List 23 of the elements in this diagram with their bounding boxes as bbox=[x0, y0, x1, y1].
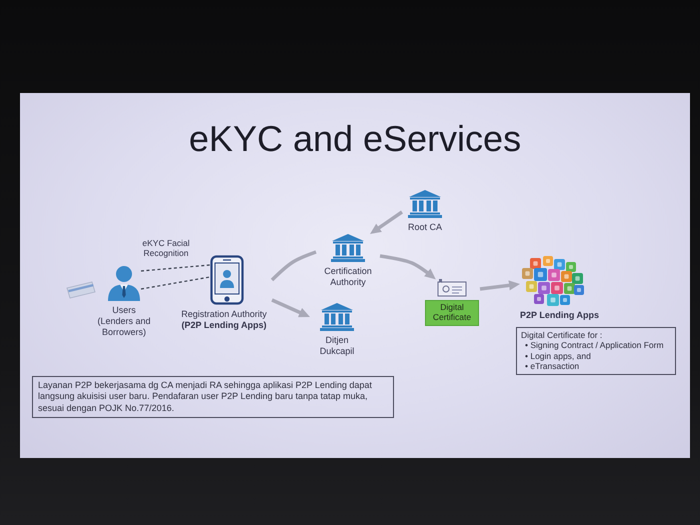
icon-caption: P2P Lending Apps bbox=[520, 310, 600, 321]
note-box bbox=[32, 376, 394, 418]
arrow bbox=[271, 298, 310, 318]
note-text: Layanan P2P bekerjasama dg CA menjadi RA sehingga aplikasi P2P Lending dapat langsung akuisisi user baru. Pendafaran user P2P Lending baru tanpa tatap muka, sesuai dengan POJK No.77/2016. bbox=[38, 380, 373, 414]
dashed-line bbox=[140, 264, 210, 272]
icon-caption: Ditjen Dukcapil bbox=[318, 335, 356, 357]
arrow bbox=[480, 280, 520, 291]
icon-caption: Root CA bbox=[408, 222, 442, 233]
list-item: • Signing Contract / Application Form bbox=[525, 340, 665, 351]
list-item: • eTransaction bbox=[525, 361, 580, 372]
dashed-line bbox=[140, 276, 210, 290]
icon-caption: Users (Lenders and Borrowers) bbox=[96, 305, 152, 338]
arrow bbox=[370, 210, 403, 234]
icon-caption: Registration Authority (P2P Lending Apps) bbox=[180, 309, 268, 331]
list-heading: Digital Certificate for : bbox=[521, 330, 604, 340]
slide-title: eKYC and eServices bbox=[188, 119, 522, 159]
icon-caption: Certification Authority bbox=[323, 266, 373, 288]
connector-line bbox=[270, 250, 317, 282]
info-box bbox=[516, 327, 676, 376]
edge-label: eKYC Facial Recognition bbox=[141, 238, 191, 258]
certificate-tag: Digital Certificate bbox=[425, 300, 479, 326]
list-item: • Login apps, and bbox=[525, 350, 592, 362]
arrow bbox=[380, 254, 436, 280]
